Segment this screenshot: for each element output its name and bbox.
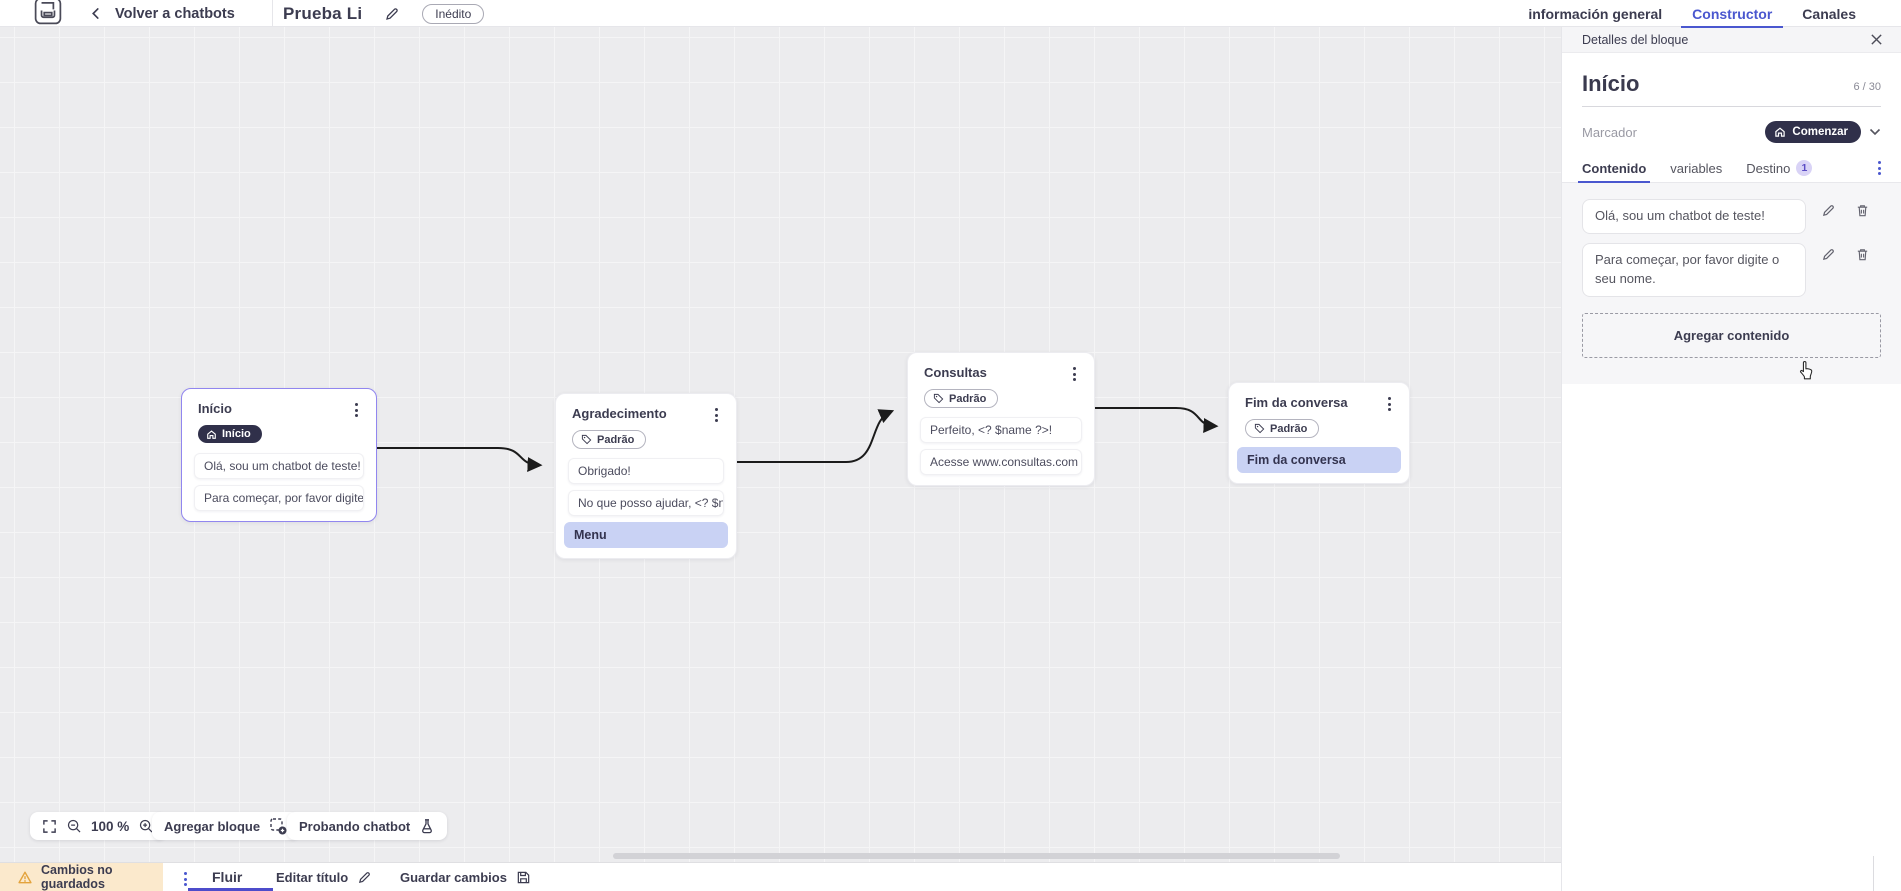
node-end-item[interactable]: Fim da conversa [1237,447,1401,473]
top-header: Volver a chatbots Prueba Li Inédito info… [0,0,1901,28]
tab-contenido[interactable]: Contenido [1577,154,1651,183]
marker-start-button[interactable]: Comenzar [1765,121,1861,143]
add-block-button[interactable]: Agregar bloque [152,812,300,840]
active-tab-underline [188,888,273,891]
save-changes-label: Guardar cambios [400,869,507,885]
node-menu-icon[interactable] [351,401,362,419]
content-row: Olá, sou um chatbot de teste! [1582,199,1881,234]
unsaved-changes-label: Cambios no guardados [41,863,113,891]
node-title: Agradecimento [572,406,667,421]
close-icon[interactable] [1870,33,1883,46]
destino-count-badge: 1 [1796,160,1813,176]
char-counter: 6 / 30 [1853,81,1881,93]
content-section: Olá, sou um chatbot de teste! Para começ… [1562,183,1901,384]
node-fim-da-conversa[interactable]: Fim da conversa Padrão Fim da conversa [1228,382,1410,484]
node-menu-icon[interactable] [1384,395,1395,413]
flask-icon [419,818,435,834]
tab-informacion-general[interactable]: información general [1528,5,1663,22]
default-tag: Padrão [1245,419,1320,438]
app-logo-icon [34,0,62,25]
default-tag: Padrão [572,430,647,449]
node-inicio[interactable]: Início Início Olá, sou um chatbot de tes… [181,388,377,522]
chatbot-title-group: Prueba Li Inédito [283,0,485,27]
content-row: Para começar, por favor digite o seu nom… [1582,242,1881,297]
node-menu-icon[interactable] [1069,365,1080,383]
tab-variables[interactable]: variables [1670,160,1723,176]
node-content-item[interactable]: Perfeito, <? $name ?>! [920,417,1082,443]
tab-destino[interactable]: Destino 1 [1746,154,1813,182]
warning-icon [17,870,33,885]
flow-canvas[interactable]: Início Início Olá, sou um chatbot de tes… [0,27,1561,862]
content-message[interactable]: Para começar, por favor digite o seu nom… [1582,242,1806,297]
node-title: Início [198,401,232,416]
node-title: Fim da conversa [1245,395,1348,410]
zoom-in-icon[interactable] [138,818,154,834]
chatbot-title: Prueba Li [283,3,363,23]
node-menu-item[interactable]: Menu [564,522,728,548]
zoom-level: 100 % [91,818,130,834]
marker-row: Marcador Comenzar [1582,118,1881,146]
unsaved-changes-banner: Cambios no guardados [0,863,163,891]
save-icon [516,870,531,885]
tab-fluir[interactable]: Fluir [212,869,243,885]
panel-tabs: Contenido variables Destino 1 [1562,154,1901,183]
add-block-label: Agregar bloque [164,818,261,834]
panel-scroll-divider [1873,856,1874,891]
node-content-item[interactable]: Olá, sou um chatbot de teste! [194,452,364,479]
bottom-bar: Cambios no guardados Fluir Editar título… [0,862,1561,891]
home-icon [207,429,216,439]
block-details-panel: Detalles del bloque Início 6 / 30 Marcad… [1561,27,1901,891]
zoom-toolbar: 100 % [30,812,167,840]
panel-title: Detalles del bloque [1582,32,1689,47]
node-content-item[interactable]: Acesse www.consultas.com par... [920,449,1082,475]
save-changes-button[interactable]: Guardar cambios [400,863,531,891]
test-chatbot-label: Probando chatbot [299,818,411,834]
panel-menu-icon[interactable] [1874,159,1885,177]
marker-label: Marcador [1582,124,1637,140]
block-name-field[interactable]: Início 6 / 30 [1582,71,1881,107]
start-tag: Início [198,425,262,443]
delete-content-icon[interactable] [1855,203,1870,218]
zoom-out-icon[interactable] [66,818,82,834]
tag-icon [581,434,592,445]
chevron-left-icon [90,7,101,20]
edit-title-pencil-icon[interactable] [384,6,400,22]
default-tag: Padrão [924,389,999,408]
tag-icon [933,393,944,404]
canvas-horizontal-scrollbar[interactable] [613,853,1340,859]
back-to-chatbots[interactable]: Volver a chatbots [90,0,235,27]
test-chatbot-button[interactable]: Probando chatbot [287,812,448,840]
node-menu-icon[interactable] [711,406,722,424]
home-icon [1775,127,1786,137]
block-name: Início [1582,71,1640,96]
content-message[interactable]: Olá, sou um chatbot de teste! [1582,199,1806,234]
edit-title-label: Editar título [276,869,349,885]
pencil-icon [357,870,372,885]
chevron-down-icon[interactable] [1869,128,1881,136]
panel-header: Detalles del bloque [1562,27,1901,53]
edit-title-button[interactable]: Editar título [276,863,372,891]
delete-content-icon[interactable] [1855,247,1870,262]
tab-constructor[interactable]: Constructor [1681,0,1784,28]
add-content-button[interactable]: Agregar contenido [1582,312,1881,358]
fit-screen-icon[interactable] [42,819,57,834]
node-consultas[interactable]: Consultas Padrão Perfeito, <? $name ?>! … [907,352,1095,486]
edit-content-icon[interactable] [1821,247,1836,262]
add-block-icon [269,817,287,835]
node-content-item[interactable]: Para começar, por favor digite o ... [194,484,364,511]
nav-tabs: información general Constructor Canales [1517,0,1867,28]
node-content-item[interactable]: Obrigado! [568,458,724,484]
header-divider [272,0,273,27]
back-label: Volver a chatbots [115,5,235,22]
node-title: Consultas [924,365,987,380]
node-agradecimento[interactable]: Agradecimento Padrão Obrigado! No que po… [555,393,737,559]
flow-menu-icon[interactable] [180,870,191,888]
status-badge: Inédito [422,3,485,24]
node-content-item[interactable]: No que posso ajudar, <? $name ... [568,490,724,516]
tab-canales[interactable]: Canales [1802,5,1856,22]
tag-icon [1254,423,1265,434]
edit-content-icon[interactable] [1821,203,1836,218]
